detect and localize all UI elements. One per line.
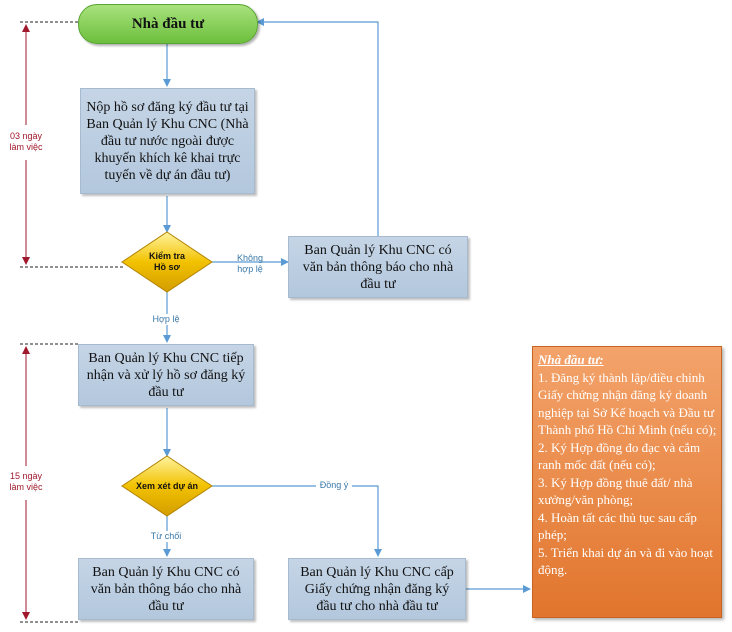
check-documents-line1: Kiểm tra	[148, 251, 185, 261]
check-documents-line2: Hồ sơ	[154, 262, 180, 272]
edge-label-valid: Hợp lệ	[146, 314, 186, 325]
review-project-diamond	[121, 455, 213, 517]
investor-start-label: Nhà đầu tư	[131, 15, 205, 32]
timeline-3-days-line2: làm việc	[9, 142, 43, 152]
review-project-text: Xem xét dự án	[135, 481, 199, 491]
submit-application-text: Nộp hồ sơ đăng ký đầu tư tại Ban Quản lý…	[86, 99, 249, 183]
investor-task-3: 3. Ký Hợp đồng thuê đất/ nhà xưởng/văn p…	[538, 474, 693, 508]
timeline-3-days-label: 03 ngày làm việc	[6, 131, 46, 153]
timeline-15-days-line1: 15 ngày	[9, 471, 43, 481]
notify-invalid-text: Ban Quản lý Khu CNC có văn bản thông báo…	[302, 242, 454, 292]
timeline-15-days-label: 15 ngày làm việc	[6, 471, 46, 493]
edge-label-invalid-line1: Không	[236, 253, 264, 263]
edge-label-invalid-line2: hợp lệ	[237, 264, 263, 274]
timeline-15-days-line2: làm việc	[9, 482, 43, 492]
review-project-label: Xem xét dự án	[122, 481, 212, 492]
edge-label-reject: Từ chối	[146, 531, 186, 542]
investor-task-2: 2. Ký Hợp đồng đo đạc và cắm ranh mốc đấ…	[538, 439, 701, 473]
edge-label-agree-text: Đồng ý	[319, 480, 349, 490]
edge-label-reject-text: Từ chối	[150, 531, 182, 541]
connector-review-to-certificate	[212, 485, 382, 557]
investor-task-1: 1. Đăng ký thành lập/điều chỉnh Giấy chứ…	[538, 369, 717, 438]
edge-label-agree: Đồng ý	[316, 480, 352, 491]
notify-reject-text: Ban Quản lý Khu CNC có văn bản thông báo…	[90, 564, 242, 614]
receive-process-text: Ban Quản lý Khu CNC tiếp nhận và xử lý h…	[86, 350, 246, 400]
check-documents-label: Kiểm tra Hồ sơ	[132, 251, 202, 273]
edge-label-invalid: Không hợp lệ	[230, 253, 270, 275]
investor-tasks-panel: Nhà đầu tư: 1. Đăng ký thành lập/điều ch…	[532, 346, 722, 618]
check-documents-diamond	[121, 231, 213, 293]
submit-application-box: Nộp hồ sơ đăng ký đầu tư tại Ban Quản lý…	[80, 88, 255, 194]
timeline-3-days-line1: 03 ngày	[9, 131, 43, 141]
notify-invalid-box: Ban Quản lý Khu CNC có văn bản thông báo…	[288, 236, 468, 298]
investor-tasks-title: Nhà đầu tư:	[538, 352, 604, 367]
issue-certificate-text: Ban Quản lý Khu CNC cấp Giấy chứng nhận …	[300, 564, 454, 614]
issue-certificate-box: Ban Quản lý Khu CNC cấp Giấy chứng nhận …	[288, 558, 466, 620]
edge-label-valid-text: Hợp lệ	[152, 314, 180, 324]
investor-task-4: 4. Hoàn tất các thủ tục sau cấp phép;	[538, 509, 697, 543]
investor-start-node: Nhà đầu tư	[78, 4, 258, 44]
investor-task-5: 5. Triển khai dự án và đi vào hoạt động.	[538, 544, 713, 578]
receive-process-box: Ban Quản lý Khu CNC tiếp nhận và xử lý h…	[78, 344, 254, 406]
connector-notify-to-start	[256, 18, 379, 236]
notify-reject-box: Ban Quản lý Khu CNC có văn bản thông báo…	[78, 558, 254, 620]
